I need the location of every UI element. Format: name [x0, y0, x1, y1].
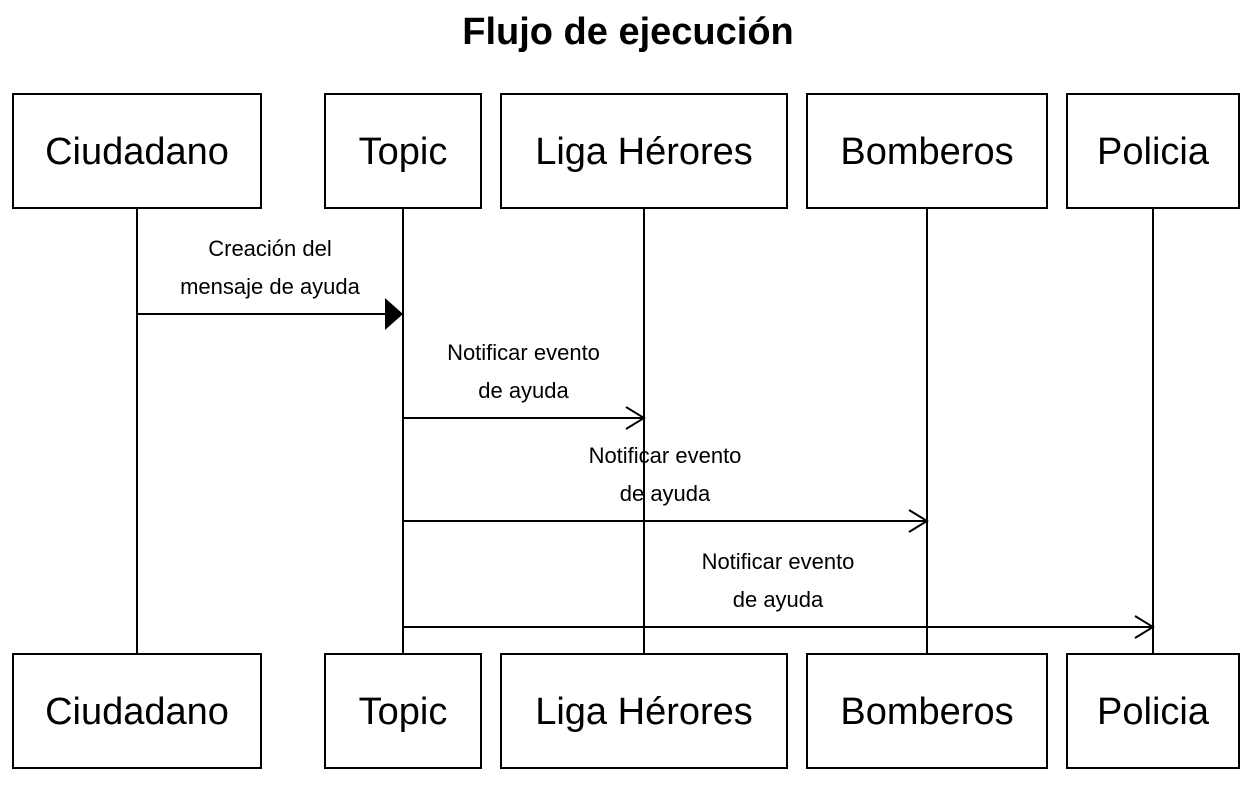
participant-label: Ciudadano: [45, 131, 229, 173]
participant-label: Liga Hérores: [535, 131, 753, 173]
participant-top-topic: Topic: [324, 93, 482, 209]
diagram-title: Flujo de ejecución: [462, 11, 794, 53]
participant-top-ciudadano: Ciudadano: [12, 93, 262, 209]
message-label-line: Creación del: [208, 236, 332, 261]
participant-box: [12, 93, 262, 209]
participant-label: Ciudadano: [45, 691, 229, 733]
participant-bottom-liga: Liga Hérores: [500, 653, 788, 769]
participant-box: [324, 653, 482, 769]
message-label-line: de ayuda: [478, 378, 569, 403]
participant-label: Topic: [359, 131, 448, 173]
participant-top-bomberos: Bomberos: [806, 93, 1048, 209]
message-label-line: Notificar evento: [447, 340, 600, 365]
participant-label: Policia: [1097, 691, 1210, 733]
participant-label: Bomberos: [840, 691, 1013, 733]
message-3: Notificar evento de ayuda: [403, 443, 929, 533]
open-arrowhead-icon: [908, 509, 929, 533]
participant-top-liga: Liga Hérores: [500, 93, 788, 209]
participant-box: [12, 653, 262, 769]
filled-arrowhead-icon: [385, 298, 403, 330]
message-4: Notificar evento de ayuda: [403, 549, 1155, 639]
message-1: Creación del mensaje de ayuda: [137, 236, 403, 330]
lifelines: [136, 208, 1154, 654]
message-label-line: de ayuda: [733, 587, 824, 612]
message-label-line: Notificar evento: [589, 443, 742, 468]
participant-box: [806, 653, 1048, 769]
participant-label: Liga Hérores: [535, 691, 753, 733]
participant-label: Topic: [359, 691, 448, 733]
participant-bottom-topic: Topic: [324, 653, 482, 769]
participant-top-policia: Policia: [1066, 93, 1240, 209]
participant-box: [1066, 653, 1240, 769]
participant-box: [1066, 93, 1240, 209]
open-arrowhead-icon: [1134, 615, 1155, 639]
participant-box: [500, 93, 788, 209]
participant-bottom-bomberos: Bomberos: [806, 653, 1048, 769]
open-arrowhead-icon: [625, 406, 646, 430]
participant-box: [806, 93, 1048, 209]
participant-bottom-policia: Policia: [1066, 653, 1240, 769]
participant-box: [500, 653, 788, 769]
participant-label: Policia: [1097, 131, 1210, 173]
participant-bottom-ciudadano: Ciudadano: [12, 653, 262, 769]
message-label-line: mensaje de ayuda: [180, 274, 361, 299]
message-label-line: de ayuda: [620, 481, 711, 506]
participant-label: Bomberos: [840, 131, 1013, 173]
message-2: Notificar evento de ayuda: [403, 340, 646, 430]
participant-box: [324, 93, 482, 209]
message-label-line: Notificar evento: [702, 549, 855, 574]
